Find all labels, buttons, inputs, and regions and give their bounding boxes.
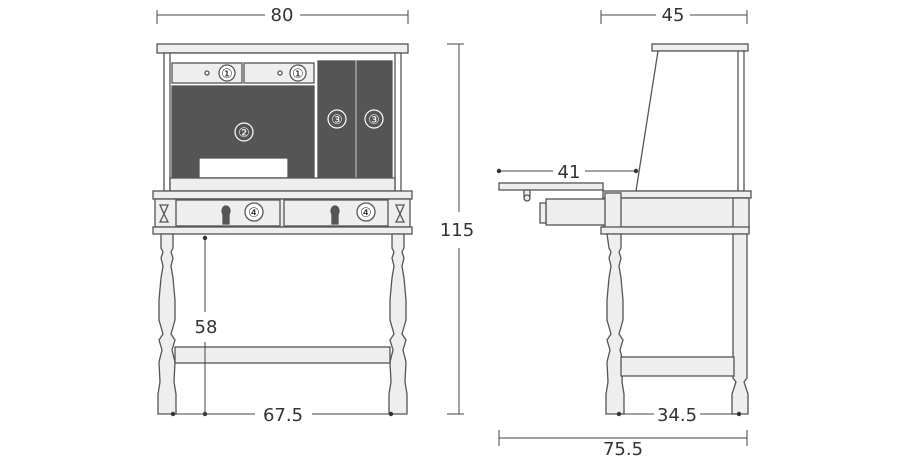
- side-view: 45 41: [496, 5, 752, 459]
- side-drawer-pulled: [545, 198, 607, 226]
- desk-top: [152, 190, 413, 200]
- svg-text:③: ③: [331, 113, 343, 128]
- part-callout-3b: ③: [364, 109, 384, 129]
- svg-text:①: ①: [221, 67, 233, 82]
- side-stretcher: [620, 356, 735, 377]
- leg-height-label: 58: [195, 317, 218, 338]
- leg-depth-dimension: 34.5: [616, 405, 742, 426]
- front-stretcher: [174, 346, 391, 364]
- front-view: 80 115 ① ①: [152, 5, 474, 426]
- front-width-dimension: 80: [156, 5, 409, 26]
- front-height-label: 115: [440, 220, 474, 241]
- open-depth-label: 75.5: [603, 439, 643, 459]
- part-callout-4a: ④: [244, 202, 264, 222]
- leg-span-dimension: 67.5: [170, 405, 394, 426]
- part-callout-3a: ③: [327, 109, 347, 129]
- leg-span-label: 67.5: [263, 405, 303, 426]
- shelf-opening: [198, 157, 289, 179]
- hutch-top-cap: [156, 43, 409, 54]
- svg-text:④: ④: [248, 206, 260, 221]
- svg-text:④: ④: [360, 206, 372, 221]
- part-callout-1a: ①: [218, 64, 236, 82]
- writing-board-label: 41: [558, 162, 581, 183]
- side-desk-top: [602, 190, 752, 199]
- side-leg-front: [605, 233, 625, 415]
- part-callout-1b: ①: [289, 64, 307, 82]
- front-leg-left: [157, 233, 177, 415]
- front-leg-right: [388, 233, 408, 415]
- svg-text:①: ①: [292, 67, 304, 82]
- svg-text:③: ③: [368, 113, 380, 128]
- drawer-pull-right: [330, 205, 340, 225]
- side-hutch-body: [635, 50, 745, 192]
- front-height-dimension: 115: [440, 43, 474, 415]
- leg-depth-label: 34.5: [657, 405, 697, 426]
- side-apron: [602, 197, 748, 228]
- side-depth-label: 45: [662, 5, 685, 26]
- svg-text:②: ②: [238, 126, 250, 141]
- drawer-pull-left: [221, 205, 231, 225]
- writing-board-dimension: 41: [496, 162, 639, 183]
- part-callout-2: ②: [234, 122, 254, 142]
- open-depth-dimension: 75.5: [498, 430, 748, 459]
- side-depth-dimension: 45: [600, 5, 748, 26]
- side-leg-back: [731, 233, 749, 415]
- part-callout-4b: ④: [356, 202, 376, 222]
- writing-board: [498, 182, 604, 191]
- front-width-label: 80: [271, 5, 294, 26]
- side-hutch-cap: [651, 43, 749, 52]
- leg-height-dimension: 58: [195, 235, 218, 417]
